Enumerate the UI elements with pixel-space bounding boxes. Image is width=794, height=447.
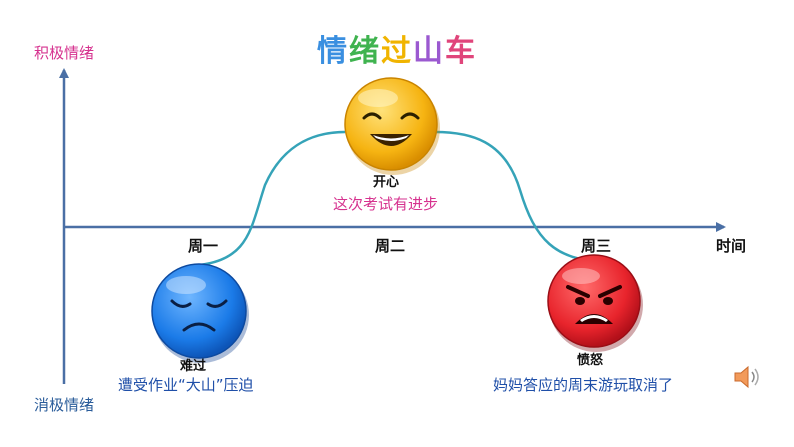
sad-face-icon [151,263,249,363]
happy-caption: 这次考试有进步 [333,195,439,213]
happy-label: 开心 [373,175,400,190]
title-char-1: 情 [317,34,349,69]
happy-face-icon [344,77,440,175]
sad-label: 难过 [180,359,207,374]
title-char-2: 绪 [349,34,381,69]
page-title: 情绪过山车 [0,26,794,70]
tick-label-tuesday: 周二 [375,237,406,255]
emotion-curve [189,130,606,268]
y-axis-top-label: 积极情绪 [34,44,95,62]
x-axis-end-label: 时间 [716,237,747,255]
tick-label-wednesday: 周三 [581,237,612,255]
y-axis-bottom-label: 消极情绪 [34,396,95,414]
angry-caption: 妈妈答应的周末游玩取消了 [493,376,674,394]
angry-label: 愤怒 [577,353,604,368]
title-char-3: 过 [381,34,413,69]
title-char-4: 山 [413,34,445,69]
title-char-5: 车 [445,34,477,69]
tick-label-monday: 周一 [188,237,219,255]
speaker-icon[interactable] [733,364,761,390]
sad-caption: 遭受作业“大山”压迫 [118,376,254,394]
angry-face-icon [547,254,643,352]
